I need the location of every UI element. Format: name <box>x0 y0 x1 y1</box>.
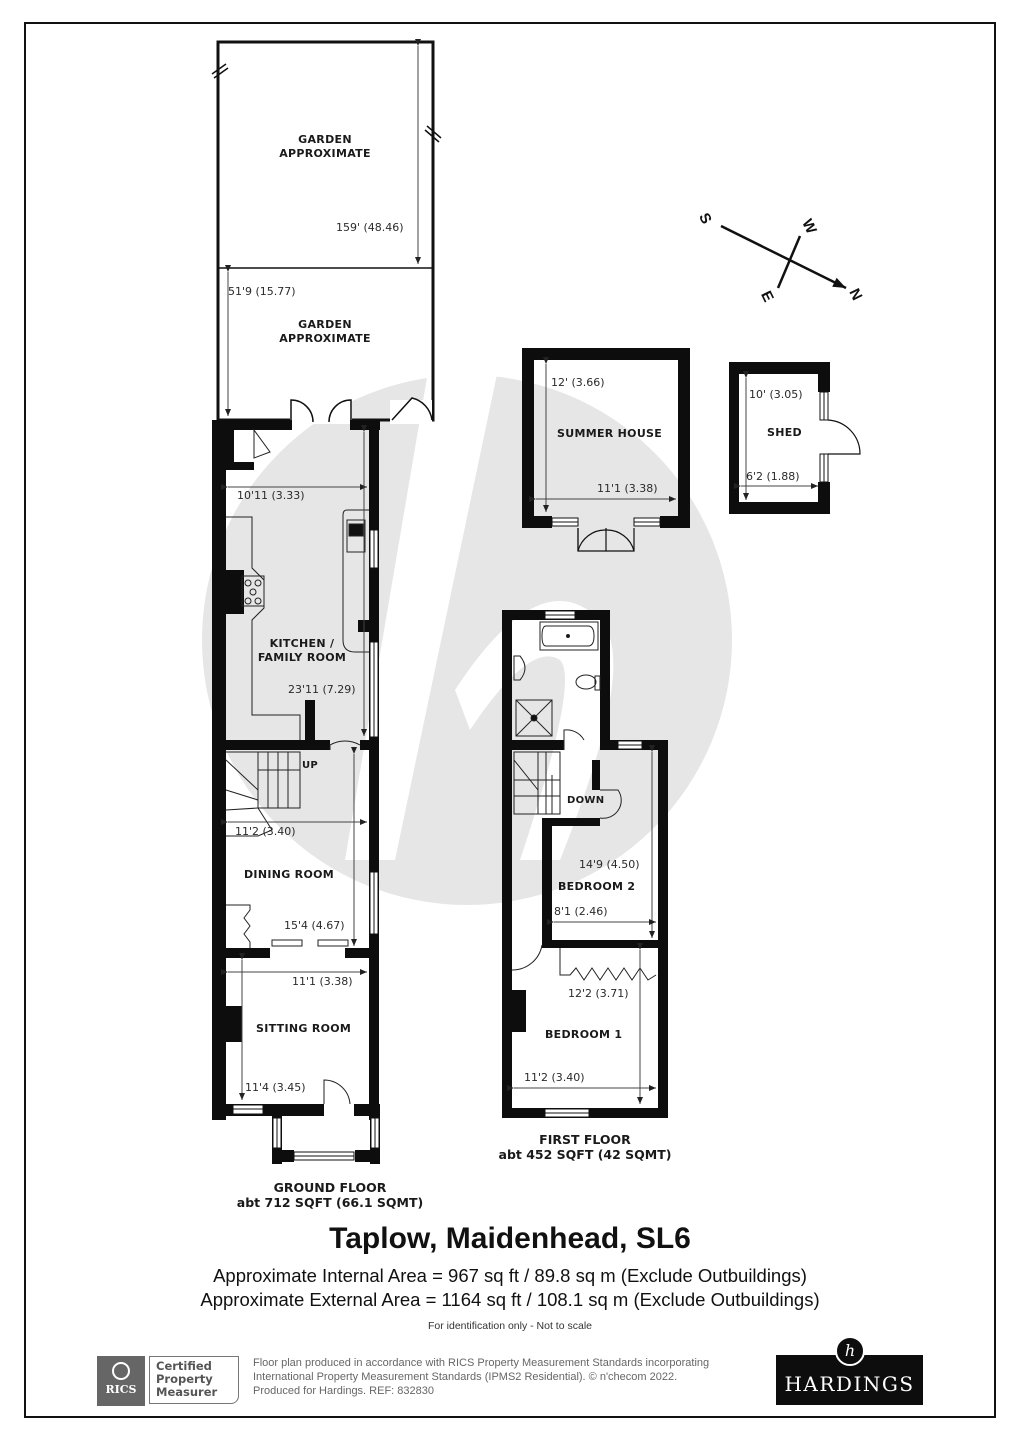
dining-room-label: DINING ROOM <box>244 868 335 881</box>
garden-top-label: GARDEN APPROXIMATE <box>255 133 395 161</box>
sitting-room-label: SITTING ROOM <box>256 1022 352 1035</box>
bedroom2-length-dim: 14'9 (4.50) <box>579 858 640 871</box>
shed-walls <box>729 362 830 514</box>
production-note: Floor plan produced in accordance with R… <box>253 1356 773 1398</box>
break-marks <box>211 63 442 143</box>
garden-bottom-dim: 51'9 (15.77) <box>228 285 296 298</box>
garden-top-name-1: GARDEN <box>298 133 352 146</box>
dining-length-dim: 15'4 (4.67) <box>284 919 345 932</box>
note-line1: Floor plan produced in accordance with R… <box>253 1357 710 1369</box>
dining-cupboard <box>226 904 351 1105</box>
ground-floor-area: abt 712 SQFT (66.1 SQMT) <box>236 1195 424 1210</box>
kitchen-label: KITCHEN / FAMILY ROOM <box>252 637 352 665</box>
ground-floor-label: GROUND FLOOR abt 712 SQFT (66.1 SQMT) <box>200 1180 460 1210</box>
first-floor-label: FIRST FLOOR abt 452 SQFT (42 SQMT) <box>455 1132 715 1162</box>
summer-house-label: SUMMER HOUSE <box>557 427 663 440</box>
first-floor-area: abt 452 SQFT (42 SQMT) <box>498 1147 672 1162</box>
disclaimer: For identification only - Not to scale <box>428 1320 592 1332</box>
note-line3: Produced for Hardings. REF: 832830 <box>253 1385 434 1397</box>
bedroom1-width-dim: 11'2 (3.40) <box>524 1071 585 1084</box>
kitchen-length-dim: 23'11 (7.29) <box>288 683 356 696</box>
ground-floor-title: GROUND FLOOR <box>273 1180 387 1195</box>
bedroom1-fittings <box>511 944 657 981</box>
first-floor-windows <box>544 610 643 1118</box>
note-line2: International Property Measurement Stand… <box>253 1371 678 1383</box>
hardings-h-icon: h <box>835 1336 865 1366</box>
ground-stairs <box>225 751 301 837</box>
sitting-width-dim: 11'1 (3.38) <box>292 975 353 988</box>
shed-length-dim: 10' (3.05) <box>749 388 803 401</box>
rics-cert-text: Certified Property Measurer <box>149 1356 239 1404</box>
property-title: Taplow, Maidenhead, SL6 <box>329 1222 691 1255</box>
page-border <box>24 22 996 1418</box>
garden-bottom-name-1: GARDEN <box>298 318 352 331</box>
garden-top-dim: 159' (48.46) <box>336 221 404 234</box>
rics-cert-line2: Property <box>156 1372 213 1386</box>
kitchen-name-1: KITCHEN / <box>269 637 335 650</box>
rics-lion-icon <box>112 1362 130 1380</box>
shed-label: SHED <box>767 426 802 439</box>
rics-logo-text: RICS <box>105 1383 137 1396</box>
garden-bottom-name-2: APPROXIMATE <box>279 332 371 345</box>
first-floor-title: FIRST FLOOR <box>539 1132 631 1147</box>
rics-certified-badge: RICS Certified Property Measurer <box>97 1356 243 1406</box>
rics-logo: RICS <box>97 1356 145 1406</box>
external-area: Approximate External Area = 1164 sq ft /… <box>200 1289 820 1310</box>
compass <box>720 224 847 290</box>
rics-cert-line3: Measurer <box>156 1385 218 1399</box>
ground-floor-windows <box>232 529 380 1161</box>
summer-house-walls <box>522 348 690 528</box>
kitchen-width-dim: 10'11 (3.33) <box>237 489 305 502</box>
garden-bottom-label: GARDEN APPROXIMATE <box>255 318 395 346</box>
bedroom2-width-dim: 8'1 (2.46) <box>554 905 608 918</box>
kitchen-units <box>226 428 369 750</box>
dining-width-dim: 11'2 (3.40) <box>235 825 296 838</box>
summer-house-length-dim: 12' (3.66) <box>551 376 605 389</box>
shed-width-dim: 6'2 (1.88) <box>746 470 800 483</box>
bedroom2-label: BEDROOM 2 <box>558 880 636 893</box>
bedroom1-label: BEDROOM 1 <box>545 1028 623 1041</box>
summer-house-width-dim: 11'1 (3.38) <box>597 482 658 495</box>
stairs-up-label: UP <box>302 760 319 771</box>
garden-top-name-2: APPROXIMATE <box>279 147 371 160</box>
internal-area: Approximate Internal Area = 967 sq ft / … <box>213 1265 807 1286</box>
bathroom-fittings <box>513 621 601 750</box>
bedroom1-length-dim: 12'2 (3.71) <box>568 987 629 1000</box>
rics-cert-line1: Certified <box>156 1359 212 1373</box>
first-floor-stairs <box>513 751 622 819</box>
kitchen-name-2: FAMILY ROOM <box>257 651 347 664</box>
stairs-down-label: DOWN <box>567 795 605 806</box>
sitting-length-dim: 11'4 (3.45) <box>245 1081 306 1094</box>
